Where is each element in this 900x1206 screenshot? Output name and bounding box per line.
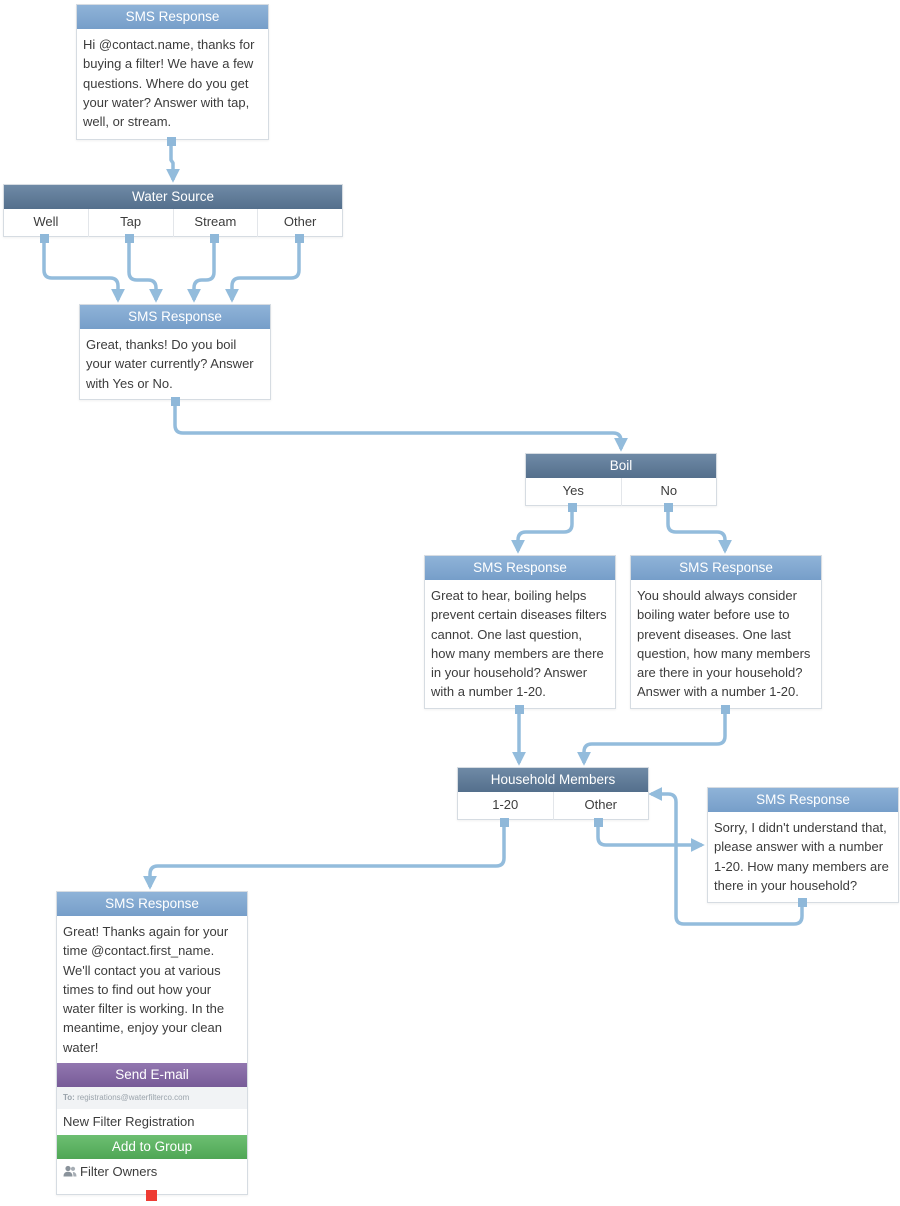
connector-sms-no-to-household — [577, 713, 727, 766]
message-text: Great! Thanks again for your time @conta… — [63, 924, 229, 1055]
category-exit-port[interactable] — [568, 503, 577, 512]
connector-sms-sorry-to-household — [648, 787, 804, 926]
end-exit-port[interactable] — [146, 1190, 157, 1201]
email-subject: New Filter Registration — [63, 1114, 195, 1130]
node-header: SMS Response — [708, 788, 898, 812]
connector-no-to-sms-no — [666, 512, 732, 554]
sms-response-node-welcome[interactable]: SMS Response Hi @contact.name, thanks fo… — [76, 4, 269, 140]
connector-other-to-sms-sorry — [596, 826, 705, 852]
node-exit-port[interactable] — [515, 705, 524, 714]
connector-sms2-to-boil — [173, 404, 628, 452]
category-exit-port[interactable] — [295, 234, 304, 243]
split-node-boil[interactable]: Boil Yes No — [525, 453, 717, 506]
node-exit-port[interactable] — [721, 705, 730, 714]
node-header: Household Members — [458, 768, 648, 792]
split-node-water-source[interactable]: Water Source Well Tap Stream Other — [3, 184, 343, 237]
sms-response-node-invalid[interactable]: SMS Response Sorry, I didn't understand … — [707, 787, 899, 903]
node-exit-port[interactable] — [798, 898, 807, 907]
connector-yes-to-sms-yes — [511, 512, 574, 554]
node-header: SMS Response — [80, 305, 270, 329]
category-tap[interactable]: Tap — [89, 209, 174, 237]
node-header: Boil — [526, 454, 716, 478]
action-node-final[interactable]: SMS Response Great! Thanks again for you… — [56, 891, 248, 1195]
category-exit-port[interactable] — [40, 234, 49, 243]
sms-response-node-boils-yes[interactable]: SMS Response Great to hear, boiling help… — [424, 555, 616, 709]
group-name: Filter Owners — [80, 1164, 158, 1180]
message-text: Great to hear, boiling helps prevent cer… — [431, 588, 607, 700]
connector-stream-to-sms2 — [187, 243, 216, 303]
group-row: Filter Owners — [57, 1159, 247, 1185]
category-exit-port[interactable] — [500, 818, 509, 827]
connector-well-to-sms2 — [42, 243, 125, 303]
add-to-group-header: Add to Group — [57, 1135, 247, 1160]
send-email-header: Send E-mail — [57, 1063, 247, 1088]
connector-tap-to-sms2 — [127, 243, 163, 303]
category-no[interactable]: No — [660, 483, 678, 498]
email-address: registrations@waterfilterco.com — [77, 1093, 190, 1103]
sms-response-node-boil-question[interactable]: SMS Response Great, thanks! Do you boil … — [79, 304, 271, 400]
category-exit-port[interactable] — [210, 234, 219, 243]
connector-1-20-to-final — [143, 826, 506, 890]
message-text: Sorry, I didn't understand that, please … — [714, 820, 889, 893]
category-1-20[interactable]: 1-20 — [458, 792, 554, 820]
category-other[interactable]: Other — [584, 797, 617, 812]
user-group-icon — [63, 1165, 77, 1177]
sms-response-node-boils-no[interactable]: SMS Response You should always consider … — [630, 555, 822, 709]
node-header: SMS Response — [77, 5, 268, 29]
connector-other-to-sms2 — [225, 243, 301, 303]
category-yes[interactable]: Yes — [526, 478, 622, 506]
message-text: Hi @contact.name, thanks for buying a fi… — [83, 37, 255, 130]
category-exit-port[interactable] — [664, 503, 673, 512]
node-exit-port[interactable] — [167, 137, 176, 146]
category-stream[interactable]: Stream — [174, 209, 259, 237]
node-header: SMS Response — [57, 892, 247, 916]
split-node-household-members[interactable]: Household Members 1-20 Other — [457, 767, 649, 820]
email-to-label: To: — [63, 1093, 75, 1103]
category-exit-port[interactable] — [125, 234, 134, 243]
email-recipient: To: registrations@waterfilterco.com — [57, 1087, 247, 1110]
node-header: SMS Response — [425, 556, 615, 580]
connector-sms1-to-water-source — [166, 145, 180, 183]
category-well[interactable]: Well — [4, 209, 89, 237]
node-header: Water Source — [4, 185, 342, 209]
message-text: You should always consider boiling water… — [637, 588, 811, 700]
category-other[interactable]: Other — [283, 214, 317, 229]
node-exit-port[interactable] — [171, 397, 180, 406]
message-text: Great, thanks! Do you boil your water cu… — [86, 337, 254, 391]
node-header: SMS Response — [631, 556, 821, 580]
category-exit-port[interactable] — [594, 818, 603, 827]
